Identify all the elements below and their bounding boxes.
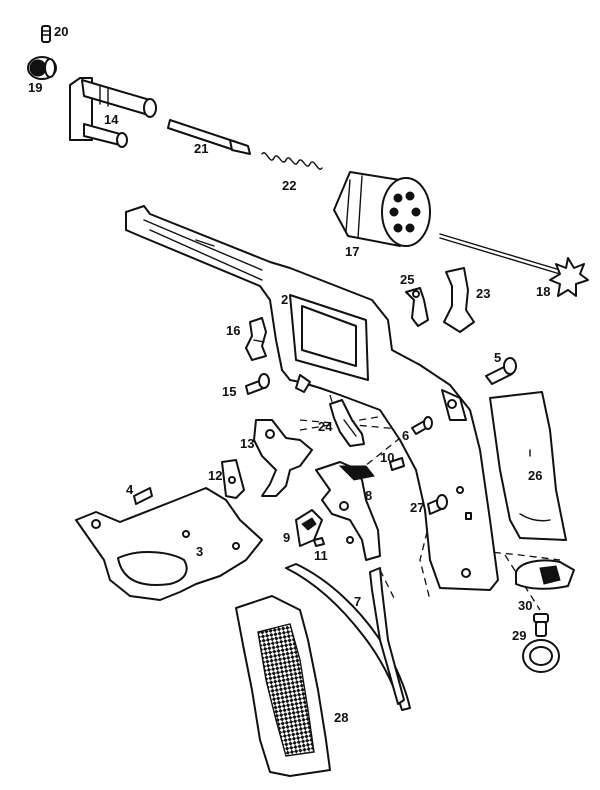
part-7-mainspring [285, 563, 411, 711]
label-part-5: 5 [494, 350, 501, 365]
label-part-27: 27 [410, 500, 424, 515]
part-12-pawl-plate [221, 459, 245, 499]
label-part-8: 8 [365, 488, 372, 503]
label-part-7: 7 [354, 594, 361, 609]
label-part-17: 17 [345, 244, 359, 259]
label-part-19: 19 [28, 80, 42, 95]
label-part-28: 28 [334, 710, 348, 725]
part-3-side-plate [75, 487, 263, 601]
part-5-screw [485, 357, 517, 385]
label-part-2: 2 [281, 292, 288, 307]
part-27-screw [427, 494, 448, 515]
part-28-left-grip [235, 595, 331, 777]
part-11-pin [313, 537, 325, 547]
part-19-nut [27, 56, 57, 80]
part-9-lever [295, 509, 323, 547]
label-part-14: 14 [104, 112, 119, 127]
part-21-rod [167, 119, 251, 155]
label-part-20: 20 [54, 24, 68, 39]
part-8-trigger [315, 461, 381, 561]
part-10-screw [389, 457, 405, 471]
label-part-30: 30 [518, 598, 532, 613]
part-16-gate [245, 317, 267, 361]
label-part-11: 11 [314, 548, 328, 563]
label-part-6: 6 [402, 428, 409, 443]
part-26-right-grip [489, 391, 567, 541]
label-part-16: 16 [226, 323, 240, 338]
label-part-22: 22 [282, 178, 296, 193]
label-part-26: 26 [528, 468, 542, 483]
part-15-screw [245, 373, 270, 395]
label-part-25: 25 [400, 272, 414, 287]
label-part-9: 9 [283, 530, 290, 545]
part-17-cylinder [333, 171, 431, 247]
part-22-spring [261, 152, 323, 170]
label-part-23: 23 [476, 286, 490, 301]
part-18-ejector-rod [439, 233, 589, 297]
part-6-screw [411, 416, 433, 435]
part-29-lanyard-ring [522, 613, 560, 673]
part-13-hammer [253, 419, 313, 497]
part-2-frame-barrel [125, 205, 499, 591]
part-24-hand [329, 399, 365, 447]
label-part-3: 3 [196, 544, 203, 559]
part-14-axis-housing [69, 77, 157, 148]
label-part-18: 18 [536, 284, 550, 299]
label-part-21: 21 [194, 141, 208, 156]
label-part-24: 24 [318, 419, 333, 434]
label-part-10: 10 [380, 450, 394, 465]
label-part-13: 13 [240, 436, 254, 451]
part-23-lever [443, 267, 475, 333]
part-20-screw [41, 25, 51, 43]
part-4-screw [133, 487, 153, 505]
label-part-15: 15 [222, 384, 236, 399]
label-part-12: 12 [208, 468, 222, 483]
part-30-lanyard-base [515, 559, 575, 590]
part-25-pawl [405, 287, 429, 327]
label-part-29: 29 [512, 628, 526, 643]
label-part-4: 4 [126, 482, 134, 497]
